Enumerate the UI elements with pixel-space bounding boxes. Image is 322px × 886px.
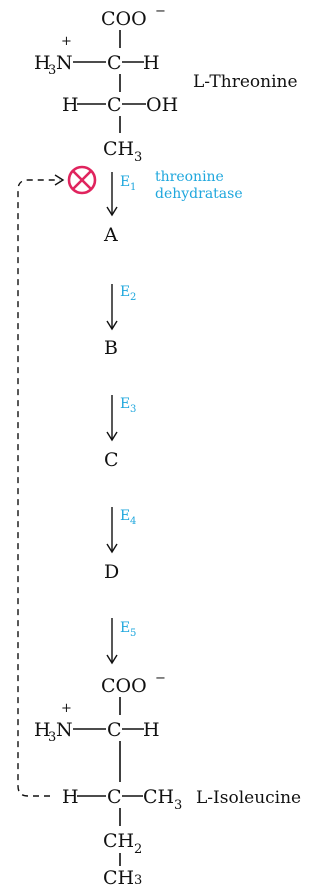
enzyme-e1-sub: 1: [130, 182, 136, 193]
isoleucine-coo: COO: [101, 675, 147, 697]
threonine-structure: COO − H 3 N + C H H C OH CH 3 L-Threonin…: [34, 4, 298, 165]
enzyme-name-line1: threonine: [155, 169, 224, 185]
isoleucine-ch2: CH: [103, 830, 134, 852]
enzyme-e3-sub: 3: [130, 404, 136, 415]
isoleucine-plus: +: [61, 701, 72, 716]
threonine-h1: H: [143, 52, 160, 74]
enzyme-e4-sub: 4: [130, 516, 136, 527]
isoleucine-h3n-sub: 3: [48, 730, 56, 745]
threonine-h3n-h: H: [34, 52, 51, 74]
threonine-coo: COO: [101, 8, 147, 30]
isoleucine-c1: C: [107, 719, 122, 741]
threonine-ch3-sub: 3: [134, 150, 142, 165]
intermediate-c: C: [104, 449, 119, 471]
enzyme-name-line2: dehydratase: [155, 186, 243, 202]
isoleucine-n: N: [56, 719, 73, 741]
arrow-step-5: [106, 618, 118, 665]
intermediate-b: B: [104, 337, 118, 359]
threonine-plus: +: [61, 34, 72, 49]
isoleucine-h3n-h: H: [34, 719, 51, 741]
threonine-oh: OH: [146, 94, 178, 116]
threonine-h2: H: [62, 94, 79, 116]
threonine-n: N: [56, 52, 73, 74]
enzyme-e4: E: [120, 508, 130, 524]
isoleucine-ch3: CH: [103, 867, 134, 886]
feedback-inhibition-loop: [17, 174, 65, 797]
threonine-h3n-sub: 3: [48, 63, 56, 78]
intermediate-d: D: [104, 561, 119, 583]
enzyme-e1: E: [120, 174, 130, 190]
isoleucine-ch3-right-sub: 3: [174, 798, 182, 813]
threonine-c1: C: [107, 52, 122, 74]
intermediate-a: A: [103, 224, 118, 246]
arrow-step-3: [106, 395, 118, 442]
isoleucine-structure: COO − H 3 N + C H H C CH 3 CH 2 CH 3 L-I…: [34, 671, 301, 886]
enzyme-e5-sub: 5: [130, 628, 136, 639]
enzyme-e5: E: [120, 620, 130, 636]
arrow-step-1: [106, 172, 118, 217]
isoleucine-ch3-sub: 3: [134, 873, 142, 886]
isoleucine-coo-charge: −: [155, 671, 166, 686]
threonine-label: L-Threonine: [193, 72, 298, 92]
arrow-step-4: [106, 507, 118, 554]
enzyme-e2-sub: 2: [130, 292, 136, 303]
arrow-step-2: [106, 284, 118, 331]
isoleucine-ch2-sub: 2: [134, 842, 142, 857]
isoleucine-c2: C: [107, 786, 122, 808]
isoleucine-h2: H: [62, 786, 79, 808]
inhibition-icon: [67, 165, 97, 195]
isoleucine-ch3-right: CH: [143, 786, 174, 808]
threonine-ch3: CH: [103, 138, 134, 160]
isoleucine-h1: H: [143, 719, 160, 741]
threonine-coo-charge: −: [155, 4, 166, 19]
threonine-c2: C: [107, 94, 122, 116]
isoleucine-label: L-Isoleucine: [196, 788, 301, 808]
enzyme-e3: E: [120, 396, 130, 412]
enzyme-e2: E: [120, 284, 130, 300]
